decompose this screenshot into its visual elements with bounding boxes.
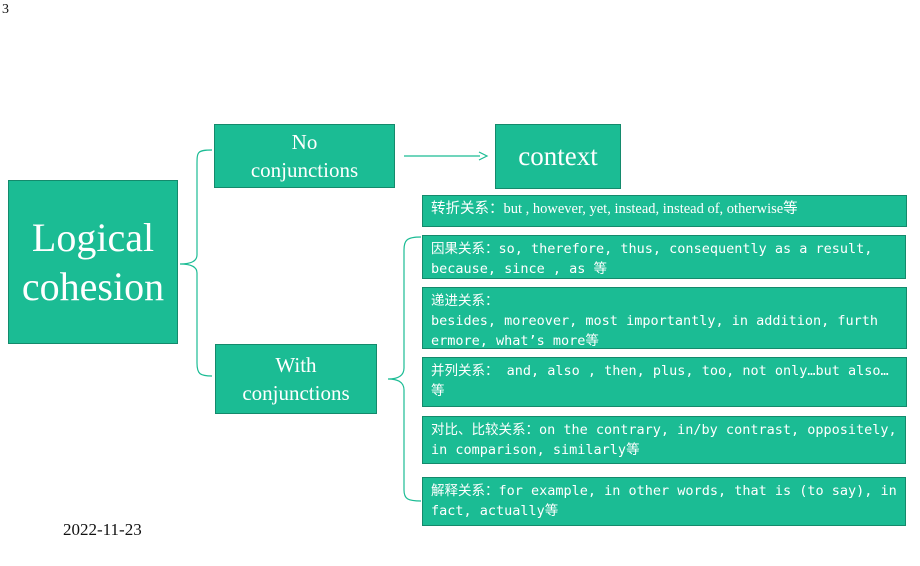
relations-bracket [387,236,422,502]
relation-cause-box: 因果关系：so, therefore, thus, consequently a… [422,235,906,279]
slide-date: 2022-11-23 [63,520,142,539]
no-line-1: No [291,130,318,154]
root-bracket [179,149,213,377]
with-line-1: With [275,353,317,377]
relation-explanation-box: 解释关系：for example, in other words, that i… [422,477,906,526]
context-box: context [495,124,621,189]
page-number: 3 [2,2,9,17]
no-conjunctions-box: No conjunctions [214,124,395,188]
root-line-1: Logical [31,215,155,260]
relation-comparison-box: 对比、比较关系：on the contrary, in/by contrast,… [422,416,906,464]
with-conjunctions-box: With conjunctions [215,344,377,414]
relation-contrast-box: 转折关系：but , however, yet, instead, instea… [422,195,907,227]
relation-parallel-box: 并列关系： and, also , then, plus, too, not o… [422,357,907,407]
root-line-2: cohesion [21,264,165,309]
relation-progression-box: 递进关系： besides, moreover, most importantl… [422,287,907,349]
arrow-head [478,151,489,161]
logical-cohesion-box: Logical cohesion [8,180,178,344]
with-line-2: conjunctions [242,381,350,405]
no-line-2: conjunctions [250,158,359,182]
